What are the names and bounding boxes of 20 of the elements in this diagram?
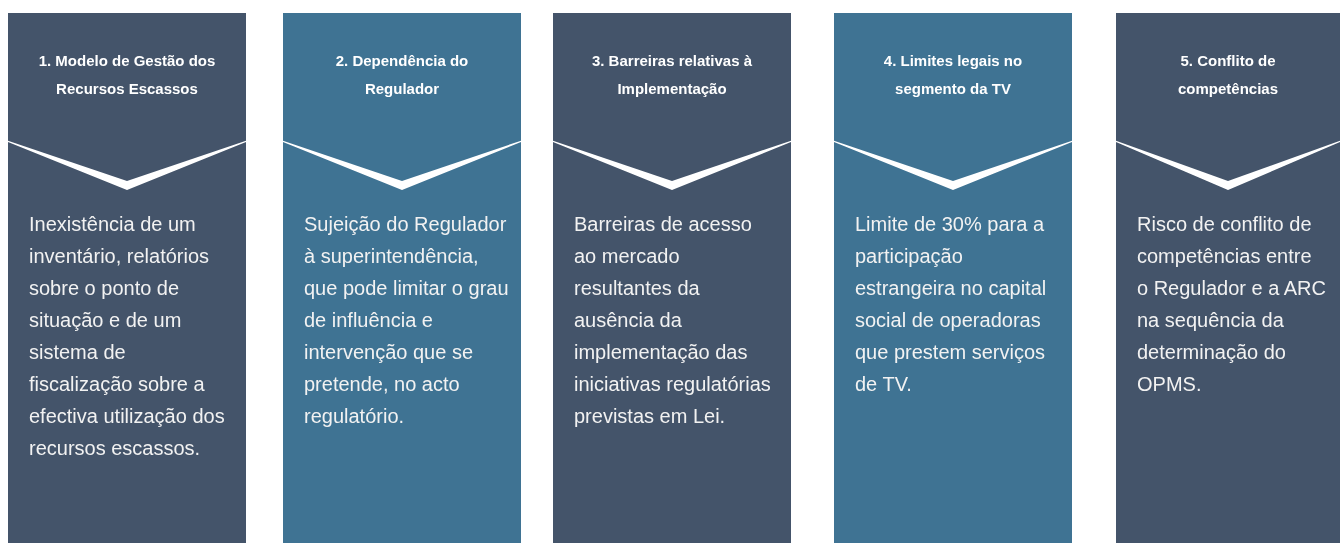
- header-text: 1. Modelo de Gestão dos Recursos Escassos: [37, 51, 217, 99]
- body-text: Inexistência de um inventário, relatórios sobre o ponto de situação e de um sistema de fiscalização sobre a efectiva utilização dos recursos escassos.: [29, 212, 226, 461]
- body-text: Barreiras de acesso ao mercado resultantes da ausência da implementação das iniciativas regulatórias previstas em Lei.: [574, 212, 772, 429]
- content-panel: [8, 142, 246, 543]
- chevron-header: [834, 13, 1072, 181]
- header-text: 3. Barreiras relativas à Implementação: [590, 51, 754, 99]
- content-panel: [553, 142, 791, 543]
- body-text: Risco de conflito de competências entre o Regulador e a ARC na sequência da determinação do OPMS.: [1137, 212, 1327, 397]
- body-text: Sujeição do Regulador à superintendência, que pode limitar o grau de influência e intervenção que se pretende, no acto regulatório.: [304, 212, 509, 429]
- header-text: 5. Conflito de competências: [1176, 51, 1279, 99]
- content-panel: [283, 142, 521, 543]
- header-text: 2. Dependência do Regulador: [334, 51, 470, 99]
- chevron-header: [553, 13, 791, 181]
- content-panel: [1116, 142, 1340, 543]
- body-text: Limite de 30% para a participação estrangeira no capital social de operadoras que prestem serviços de TV.: [855, 212, 1048, 397]
- chevron-header: [8, 13, 246, 181]
- header-text: 4. Limites legais no segmento da TV: [882, 51, 1024, 99]
- chevron-header: [283, 13, 521, 181]
- content-panel: [834, 142, 1072, 543]
- chevron-header: [1116, 13, 1340, 181]
